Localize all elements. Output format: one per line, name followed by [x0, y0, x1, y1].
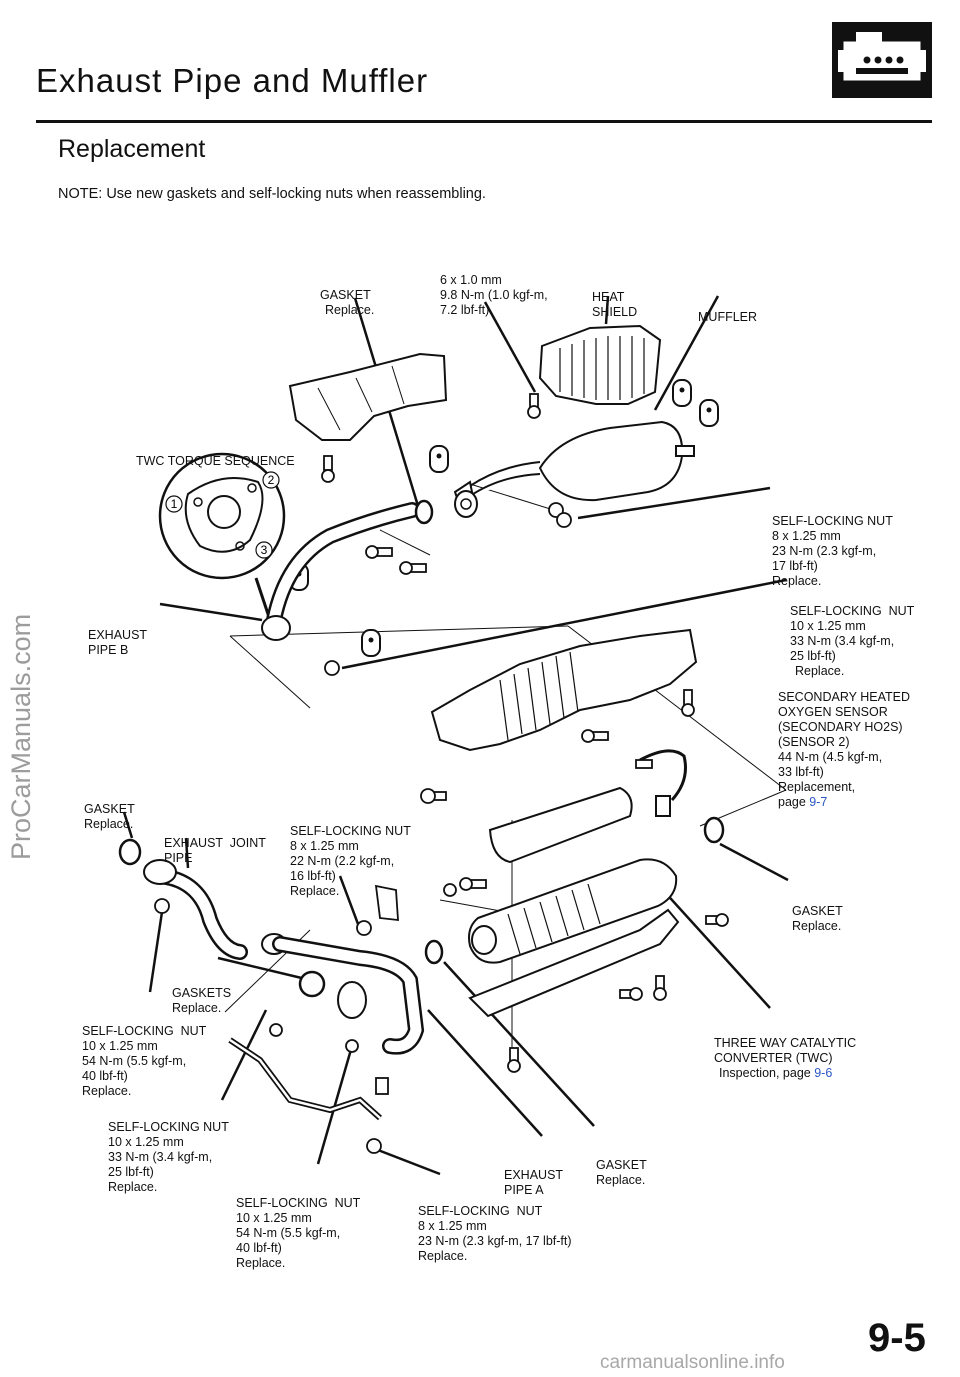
sensor-page-link[interactable]: 9-7 — [809, 795, 828, 809]
torque-step-3: 3 — [261, 543, 268, 557]
page-number: 9-5 — [868, 1316, 926, 1360]
catalytic-converter — [468, 858, 678, 964]
side-watermark: ProCarManuals.com — [6, 613, 36, 860]
engine-icon — [832, 22, 932, 98]
section-title: Replacement — [58, 135, 206, 163]
title-rule — [36, 120, 932, 123]
muffler-shape — [453, 420, 695, 514]
label-muffler: MUFFLER — [698, 310, 758, 324]
torque-step-1: 1 — [171, 497, 178, 511]
twc-page-link[interactable]: 9-6 — [814, 1066, 833, 1080]
torque-step-2: 2 — [268, 473, 275, 487]
heat-shield — [538, 324, 662, 405]
label-twc-torque-sequence: TWC TORQUE SEQUENCE — [136, 454, 295, 468]
torque-sequence-diagram — [158, 452, 286, 580]
page-title: Exhaust Pipe and Muffler — [36, 62, 429, 99]
note-text: NOTE: Use new gaskets and self-locking n… — [58, 186, 486, 202]
footer-watermark: carmanualsonline.info — [600, 1352, 785, 1373]
